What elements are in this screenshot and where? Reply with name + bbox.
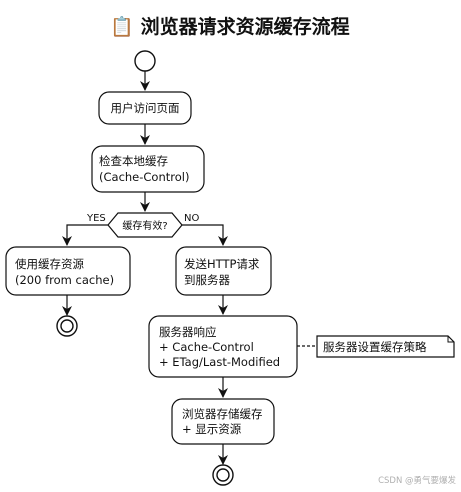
node-store-display-line2: + 显示资源 [182, 422, 242, 436]
watermark: CSDN @勇气要爆发 [378, 475, 456, 486]
node-send-http-line1: 发送HTTP请求 [184, 257, 260, 271]
no-label: NO [184, 213, 199, 224]
node-store-display-line1: 浏览器存储缓存 [182, 407, 263, 421]
decision-label: 缓存有效? [122, 219, 167, 232]
end-node-bottom [212, 464, 234, 486]
node-user-visit-label: 用户访问页面 [111, 101, 180, 115]
end-node-bottom-inner [216, 468, 230, 482]
yes-label: YES [86, 213, 106, 224]
note-corner [447, 336, 454, 343]
node-check-cache-line2: (Cache-Control) [99, 170, 189, 184]
node-server-response-line3: + ETag/Last-Modified [159, 355, 280, 369]
node-use-cache-line1: 使用缓存资源 [15, 257, 84, 271]
edge-yes [62, 224, 108, 246]
node-check-cache-line1: 检查本地缓存 [99, 154, 168, 168]
note-box [316, 335, 455, 358]
start-node [134, 50, 156, 72]
node-send-http-line2: 到服务器 [184, 273, 230, 287]
edge-no [182, 224, 228, 246]
page-title: 📋 浏览器请求资源缓存流程 [110, 15, 349, 38]
note-text: 服务器设置缓存策略 [323, 340, 427, 354]
end-node-left-inner [60, 319, 74, 333]
end-node-left [56, 315, 78, 337]
node-server-response-line1: 服务器响应 [159, 325, 217, 339]
node-server-response-line2: + Cache-Control [159, 340, 254, 354]
node-send-http [175, 246, 272, 296]
node-check-cache [91, 145, 205, 193]
node-use-cache-line2: (200 from cache) [15, 273, 114, 287]
node-use-cache [5, 246, 131, 296]
